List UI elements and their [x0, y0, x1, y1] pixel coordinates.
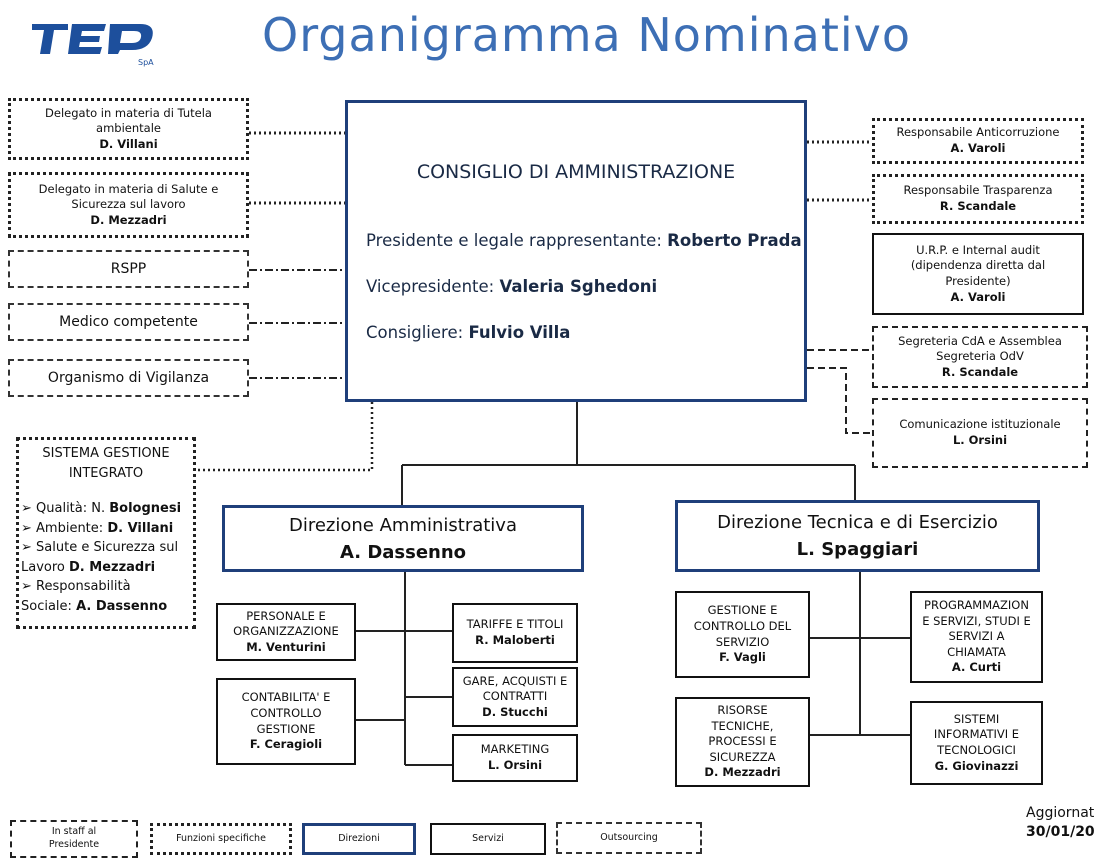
delegato-salute-box: Delegato in materia di Salute e Sicurezz…	[8, 172, 249, 238]
board-member-consigliere: Consigliere: Fulvio Villa	[366, 323, 571, 342]
comunicazione-istituzionale-box: Comunicazione istituzionale L. Orsini	[872, 398, 1088, 468]
tep-logo-icon: SpA	[32, 24, 154, 67]
sgi-salute: ➢ Salute e Sicurezza sul	[21, 540, 179, 555]
sistema-gestione-integrato-box: SISTEMA GESTIONE INTEGRATO ➢ Qualità: N.…	[16, 437, 196, 629]
anticorruzione-box: Responsabile Anticorruzione A. Varoli	[872, 118, 1084, 164]
legend-outsourcing: Outsourcing	[556, 822, 702, 854]
servizio-sistemi-informativi-box: SISTEMI INFORMATIVI E TECNOLOGICI G. Gio…	[910, 701, 1043, 785]
segreteria-box: Segreteria CdA e Assemblea Segreteria Od…	[872, 326, 1088, 388]
page-title: Organigramma Nominativo	[262, 8, 912, 62]
legend-direzioni: Direzioni	[302, 823, 416, 855]
organismo-vigilanza-box: Organismo di Vigilanza	[8, 359, 249, 397]
medico-competente-box: Medico competente	[8, 303, 249, 341]
servizio-personale-box: PERSONALE E ORGANIZZAZIONE M. Venturini	[216, 603, 356, 661]
tep-logo: SpA	[28, 10, 168, 68]
direzione-amministrativa-box: Direzione Amministrativa A. Dassenno	[222, 505, 584, 572]
legend-servizi: Servizi	[430, 823, 546, 855]
consiglio-amministrazione-box: CONSIGLIO DI AMMINISTRAZIONE Presidente …	[345, 100, 807, 402]
board-title: CONSIGLIO DI AMMINISTRAZIONE	[416, 161, 736, 183]
servizio-gestione-controllo-box: GESTIONE E CONTROLLO DEL SERVIZIO F. Vag…	[675, 591, 810, 678]
board-member-presidente: Presidente e legale rappresentante: Robe…	[366, 231, 802, 250]
servizio-programmazione-box: PROGRAMMAZION E SERVIZI, STUDI E SERVIZI…	[910, 591, 1043, 683]
delegato-tutela-box: Delegato in materia di Tutela ambientale…	[8, 98, 249, 160]
servizio-marketing-box: MARKETING L. Orsini	[452, 734, 578, 782]
board-member-vicepresidente: Vicepresidente: Valeria Sghedoni	[366, 277, 658, 296]
direzione-tecnica-box: Direzione Tecnica e di Esercizio L. Spag…	[675, 500, 1040, 572]
trasparenza-box: Responsabile Trasparenza R. Scandale	[872, 174, 1084, 224]
urp-internal-audit-box: U.R.P. e Internal audit (dipendenza dire…	[872, 233, 1084, 315]
update-date: Aggiornat 30/01/20	[1026, 805, 1094, 840]
sgi-qualita: ➢ Qualità: N. Bolognesi	[21, 501, 182, 516]
sgi-responsabilita: ➢ Responsabilità	[21, 579, 131, 594]
svg-text:SpA: SpA	[138, 58, 154, 67]
rspp-box: RSPP	[8, 250, 249, 288]
servizio-gare-box: GARE, ACQUISTI E CONTRATTI D. Stucchi	[452, 667, 578, 727]
legend-staff: In staff al Presidente	[10, 820, 138, 858]
legend-funzioni: Funzioni specifiche	[150, 823, 292, 855]
servizio-contabilita-box: CONTABILITA' E CONTROLLO GESTIONE F. Cer…	[216, 678, 356, 765]
servizio-risorse-tecniche-box: RISORSE TECNICHE, PROCESSI E SICUREZZA D…	[675, 697, 810, 787]
sgi-ambiente: ➢ Ambiente: D. Villani	[21, 520, 174, 536]
servizio-tariffe-box: TARIFFE E TITOLI R. Maloberti	[452, 603, 578, 663]
